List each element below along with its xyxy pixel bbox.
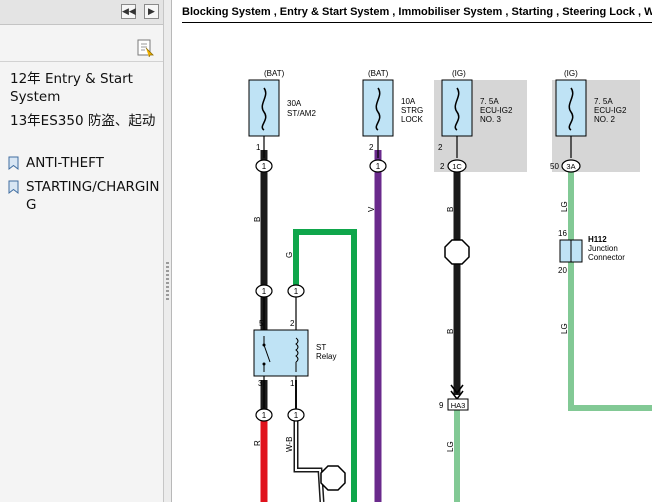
panel-toolbar xyxy=(0,25,163,62)
pin-number: 1 xyxy=(256,143,261,152)
panel-header: ◀◀ ▶ xyxy=(0,0,163,25)
wire-color-label: W-B xyxy=(285,437,294,452)
bookmark-item[interactable]: 12年 Entry & Start System xyxy=(8,70,158,106)
relay-name2: Relay xyxy=(316,352,336,361)
panel-splitter[interactable] xyxy=(163,0,172,502)
expand-right-icon[interactable]: ▶ xyxy=(144,4,159,19)
wire-wb xyxy=(293,420,325,502)
fuse-amp: 30A xyxy=(287,99,302,108)
connector-id: 1 xyxy=(294,287,299,296)
fuse-name2: NO. 3 xyxy=(480,115,501,124)
connector-id: 3A xyxy=(566,162,575,171)
pin-number: 2 xyxy=(290,319,295,328)
wire-color-label: V xyxy=(367,206,376,212)
wire-color-label: G xyxy=(285,252,294,258)
pin-number: 20 xyxy=(558,266,567,275)
fuse-st-am2: 30A ST/AM2 xyxy=(248,79,316,137)
wire-color-label: B xyxy=(446,207,455,212)
st-relay: 5 2 3 1 ST Relay xyxy=(253,297,336,408)
pin-number: 50 xyxy=(550,162,559,171)
wire-color-label: LG xyxy=(560,323,569,334)
fuse-name: ECU-IG2 xyxy=(594,106,627,115)
fuse-ecu-ig2-no3: 7. 5A ECU-IG2 NO. 3 xyxy=(441,79,513,137)
bookmark-label: 12年 Entry & Start System xyxy=(10,71,133,105)
pin-number: 1 xyxy=(290,379,295,388)
wire-color-label: LG xyxy=(560,201,569,212)
ha3-connector: HA3 9 xyxy=(439,384,469,411)
wiring-diagram: (BAT) (BAT) (IG) (IG) 30A ST/AM2 10A STR… xyxy=(248,69,652,502)
connector: 1 xyxy=(255,284,273,298)
pin-number: 2 xyxy=(369,143,374,152)
power-label: (BAT) xyxy=(368,69,389,78)
connector: 1 xyxy=(255,408,273,422)
relay-name: ST xyxy=(316,343,326,352)
connector: 1 xyxy=(287,284,305,298)
fuse-strg-lock: 10A STRG LOCK xyxy=(362,79,423,137)
bookmark-item[interactable]: STARTING/CHARGING xyxy=(8,178,160,214)
collapse-left-icon[interactable]: ◀◀ xyxy=(121,4,136,19)
splice-point xyxy=(320,465,346,491)
connector: 1 xyxy=(255,159,273,173)
connector-id: HA3 xyxy=(451,401,466,410)
power-label: (IG) xyxy=(564,69,578,78)
junction-code: H112 xyxy=(588,235,607,244)
bookmark-item[interactable]: ANTI-THEFT xyxy=(8,154,158,172)
bookmark-label: ANTI-THEFT xyxy=(26,155,104,171)
connector-id: 1 xyxy=(262,162,267,171)
connector-id: 1 xyxy=(376,162,381,171)
connector-id: 1C xyxy=(452,162,462,171)
bookmarks-panel: ◀◀ ▶ 12年 Entry & Start System 13年ES350 防… xyxy=(0,0,163,502)
fuse-name: ST/AM2 xyxy=(287,109,316,118)
connector-id: 1 xyxy=(294,411,299,420)
pin-number: 2 xyxy=(438,143,443,152)
diagram-title: Blocking System , Entry & Start System ,… xyxy=(182,6,652,18)
fuse-amp: 7. 5A xyxy=(594,97,613,106)
fuse-ecu-ig2-no2: 7. 5A ECU-IG2 NO. 2 xyxy=(555,79,627,137)
splice-point xyxy=(444,239,470,265)
fuse-name: STRG xyxy=(401,106,423,115)
wire-lightgreen xyxy=(568,262,652,411)
junction-connector: 16 20 H112 Junction Connector xyxy=(558,229,625,275)
connector-id: 1 xyxy=(262,287,267,296)
pin-number: 9 xyxy=(439,401,444,410)
fuse-name: ECU-IG2 xyxy=(480,106,513,115)
connector: 1 xyxy=(287,408,305,422)
junction-name: Junction xyxy=(588,244,618,253)
connector: 1C xyxy=(447,159,467,173)
pin-number: 2 xyxy=(440,162,445,171)
bookmark-label: 13年ES350 防盗、起动 xyxy=(10,113,156,129)
bookmark-options-icon[interactable] xyxy=(137,39,155,57)
fuse-amp: 7. 5A xyxy=(480,97,499,106)
pin-number: 3 xyxy=(258,379,263,388)
fuse-name2: NO. 2 xyxy=(594,115,615,124)
wire-wb-stripe xyxy=(295,420,323,502)
wire-color-label: B xyxy=(446,329,455,334)
splitter-grip[interactable] xyxy=(166,262,169,302)
bookmark-icon xyxy=(8,180,19,195)
pin-number: 5 xyxy=(259,319,264,328)
connector: 1 xyxy=(369,159,387,173)
fuse-amp: 10A xyxy=(401,97,416,106)
connector-id: 1 xyxy=(262,411,267,420)
pin-number: 16 xyxy=(558,229,567,238)
fuse-name2: LOCK xyxy=(401,115,423,124)
bookmark-item[interactable]: 13年ES350 防盗、起动 xyxy=(8,112,158,130)
junction-name2: Connector xyxy=(588,253,625,262)
bookmark-icon xyxy=(8,156,19,171)
wire-color-label: R xyxy=(253,440,262,446)
title-rule xyxy=(182,22,652,23)
document-view[interactable]: Blocking System , Entry & Start System ,… xyxy=(172,0,652,502)
wire-green xyxy=(293,229,357,502)
connector: 3A xyxy=(561,159,581,173)
bookmark-label: STARTING/CHARGING xyxy=(26,179,160,213)
power-label: (BAT) xyxy=(264,69,285,78)
wire-color-label: B xyxy=(253,217,262,222)
wire-color-label: LG xyxy=(446,441,455,452)
power-label: (IG) xyxy=(452,69,466,78)
